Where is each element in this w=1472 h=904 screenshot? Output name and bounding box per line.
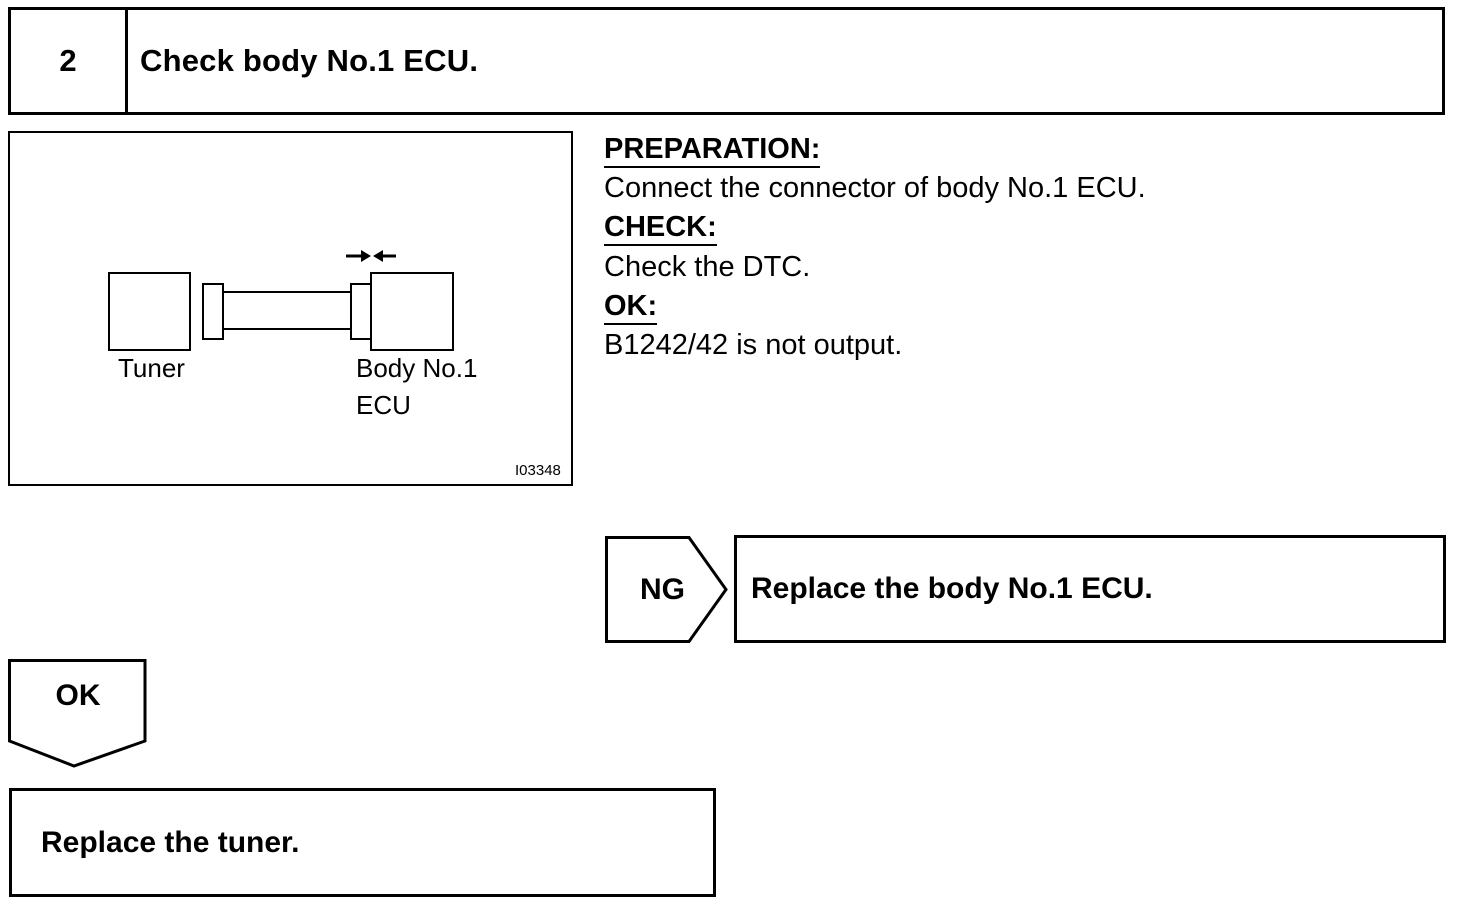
preparation-text: Connect the connector of body No.1 ECU. — [604, 172, 1146, 205]
ng-action-box: Replace the body No.1 ECU. — [734, 535, 1446, 643]
step-title: Check body No.1 ECU. — [140, 43, 479, 78]
connector-diagram: Tuner Body No.1 ECU I03348 — [8, 131, 573, 486]
ng-result-tag: NG — [605, 536, 728, 643]
ecu-block — [370, 272, 454, 351]
ok-label: OK — [55, 679, 101, 712]
ecu-connector — [350, 283, 372, 340]
ok-text: B1242/42 is not output. — [604, 328, 903, 361]
ok-result-tag: OK — [8, 659, 148, 769]
figure-code: I03348 — [515, 462, 561, 479]
tuner-label: Tuner — [118, 353, 185, 383]
connect-arrows-icon — [346, 250, 396, 262]
step-header: 2 Check body No.1 ECU. — [8, 7, 1445, 115]
tuner-connector — [202, 283, 224, 340]
ng-arrow-shape — [605, 536, 728, 643]
check-heading: CHECK: — [604, 208, 1444, 247]
step-number: 2 — [11, 10, 128, 112]
check-text: Check the DTC. — [604, 250, 811, 283]
ok-action-box: Replace the tuner. — [9, 788, 716, 897]
wire-harness — [222, 291, 352, 330]
ecu-label-line1: Body No.1 — [356, 353, 478, 383]
ng-label: NG — [640, 572, 685, 606]
instructions: PREPARATION: Connect the connector of bo… — [604, 130, 1444, 365]
ok-arrow-shape — [8, 659, 147, 768]
ecu-label-line2: ECU — [356, 390, 411, 420]
connector-diagram-drawing — [108, 250, 454, 351]
ok-heading: OK: — [604, 287, 1444, 326]
tuner-block — [108, 272, 191, 351]
preparation-heading: PREPARATION: — [604, 130, 1444, 169]
